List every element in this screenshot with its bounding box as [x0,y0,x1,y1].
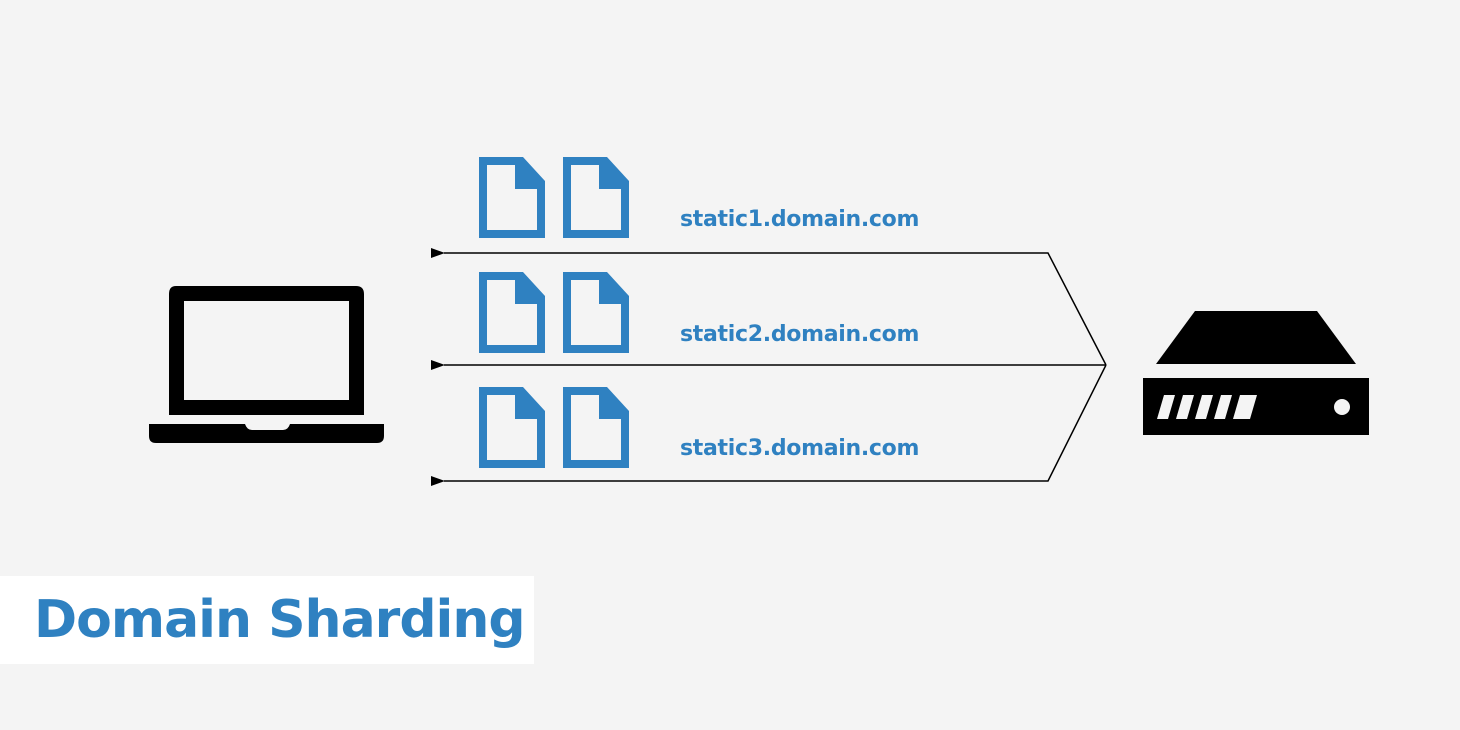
connection-lines [431,248,1107,486]
shard-1-arrow [431,248,1107,366]
title-box [0,576,534,664]
file-icon [563,272,629,353]
server-icon [1143,311,1369,435]
file-icon [479,387,545,468]
file-icon [563,157,629,238]
shard-1-files [479,157,629,238]
shard-3-label: static3.domain.com [680,436,920,461]
file-icon [479,272,545,353]
diagram-title: Domain Sharding [34,590,526,650]
laptop-icon [149,286,384,443]
shard-2-label: static2.domain.com [680,322,920,347]
shard-2-files [479,272,629,353]
shard-1-label: static1.domain.com [680,207,920,232]
shard-3-arrow [431,364,1107,486]
file-icon [563,387,629,468]
file-icon [479,157,545,238]
shard-3-files [479,387,629,468]
